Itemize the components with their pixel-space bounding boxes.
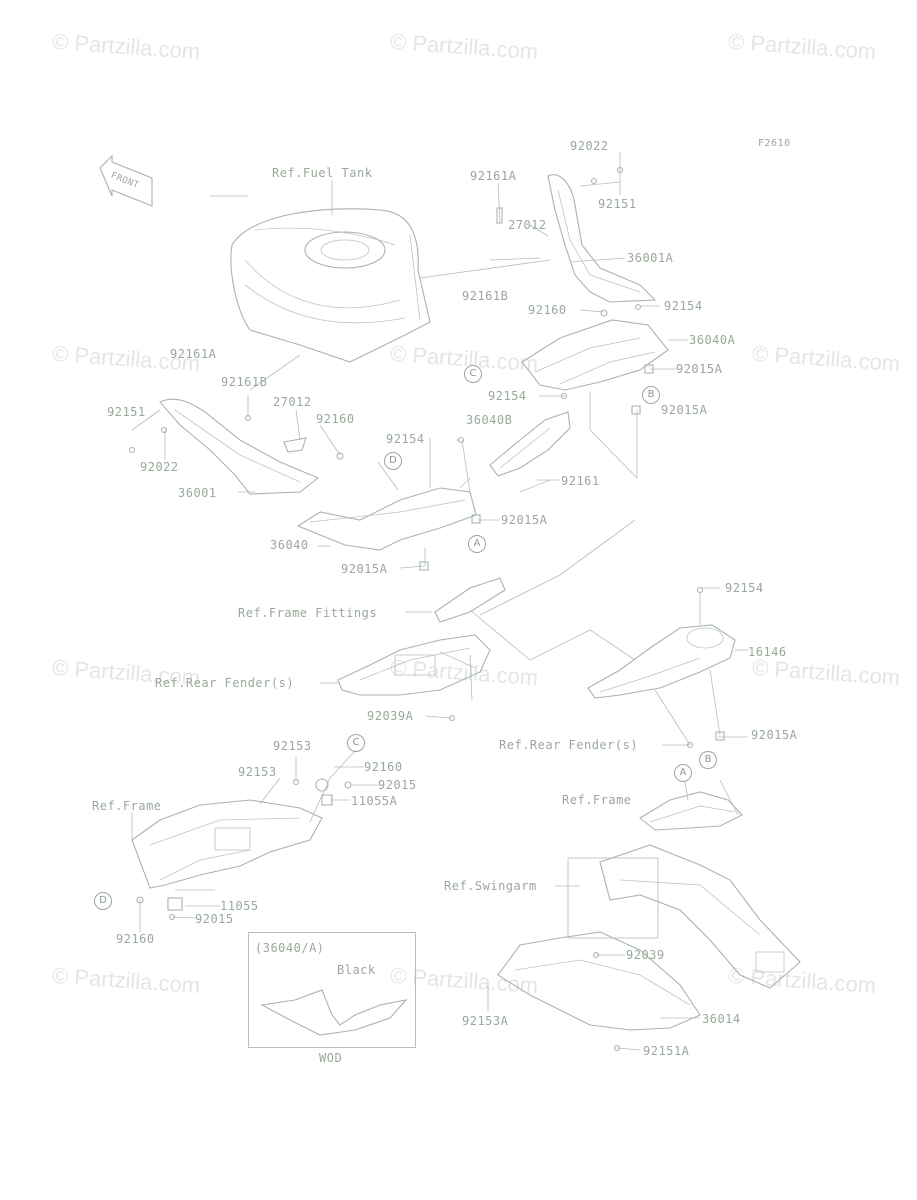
callout-b: B [642,386,660,404]
part-36040a-label: 36040A [689,333,736,347]
mudguard-36014-part [497,844,801,1031]
part-92039a-label: 92039A [367,709,414,723]
part-92154-label: 92154 [386,432,425,446]
diagram-id: F2610 [758,138,791,149]
ref-frame-fittings-label: Ref.Frame Fittings [238,606,378,620]
part-92151a-label: 92151A [643,1044,690,1058]
cover-36040b-part [489,411,571,493]
cover-36040-part [296,477,477,551]
part-92160-label: 92160 [364,760,403,774]
cover-36001a-part [547,174,657,303]
part-92154-label: 92154 [488,389,527,403]
hardware-marks [128,166,725,1052]
part-27012-label: 27012 [273,395,312,409]
inset-title: (36040/A) [255,941,325,955]
part-36040b-label: 36040B [466,413,513,427]
swingarm-box [567,857,659,939]
fuel-tank-part [230,208,431,363]
part-92015a-label: 92015A [751,728,798,742]
callout-c: C [464,365,482,383]
part-92161b-label: 92161B [221,375,268,389]
part-92153-label: 92153 [273,739,312,753]
part-92015-label: 92015 [195,912,234,926]
part-92154-label: 92154 [664,299,703,313]
inset-color-note: Black [337,963,376,977]
part-27012-label: 27012 [508,218,547,232]
front-arrow-icon [99,154,153,207]
ref-swingarm-label: Ref.Swingarm [444,879,537,893]
part-92022-label: 92022 [140,460,179,474]
part-92161a-label: 92161A [470,169,517,183]
part-92022-label: 92022 [570,139,609,153]
ref-frame-label: Ref.Frame [562,793,632,807]
ref-frame-label: Ref.Frame [92,799,162,813]
part-92015a-label: 92015A [676,362,723,376]
part-92151-label: 92151 [598,197,637,211]
part-92015a-label: 92015A [661,403,708,417]
ref-rear-fender-label: Ref.Rear Fender(s) [155,676,295,690]
part-92161b-label: 92161B [462,289,509,303]
rear-fender-left-part [337,634,491,696]
part-16146-label: 16146 [748,645,787,659]
callout-a: A [468,535,486,553]
part-11055-label: 11055 [220,899,259,913]
callout-d: D [384,452,402,470]
part-36001a-label: 36001A [627,251,674,265]
frame-left-part [131,799,323,889]
part-36001-label: 36001 [178,486,217,500]
part-92153-label: 92153 [238,765,277,779]
part-92161-label: 92161 [561,474,600,488]
ref-rear-fender-label: Ref.Rear Fender(s) [499,738,639,752]
part-92015-label: 92015 [378,778,417,792]
part-92015a-label: 92015A [501,513,548,527]
frame-right-part [639,791,743,831]
part-92153a-label: 92153A [462,1014,509,1028]
inset-part [260,989,408,1036]
callout-c: C [347,734,365,752]
part-92160-label: 92160 [316,412,355,426]
inset-box: (36040/A) Black WOD [248,932,416,1065]
part-92151-label: 92151 [107,405,146,419]
part-92154-label: 92154 [725,581,764,595]
part-36014-label: 36014 [702,1012,741,1026]
callout-d: D [94,892,112,910]
cover-36040a-part [521,319,669,391]
callout-a: A [674,764,692,782]
part-92160-label: 92160 [116,932,155,946]
part-92039-label: 92039 [626,948,665,962]
frame-fittings-part [434,577,506,623]
part-36040-label: 36040 [270,538,309,552]
callout-b: B [699,751,717,769]
part-92161a-label: 92161A [170,347,217,361]
cowl-16146-part [587,624,736,699]
part-92160-label: 92160 [528,303,567,317]
part-11055a-label: 11055A [351,794,398,808]
cover-36001-part [159,398,320,495]
inset-code: WOD [319,1051,343,1065]
part-92015a-label: 92015A [341,562,388,576]
ref-fuel-tank-label: Ref.Fuel Tank [272,166,373,180]
